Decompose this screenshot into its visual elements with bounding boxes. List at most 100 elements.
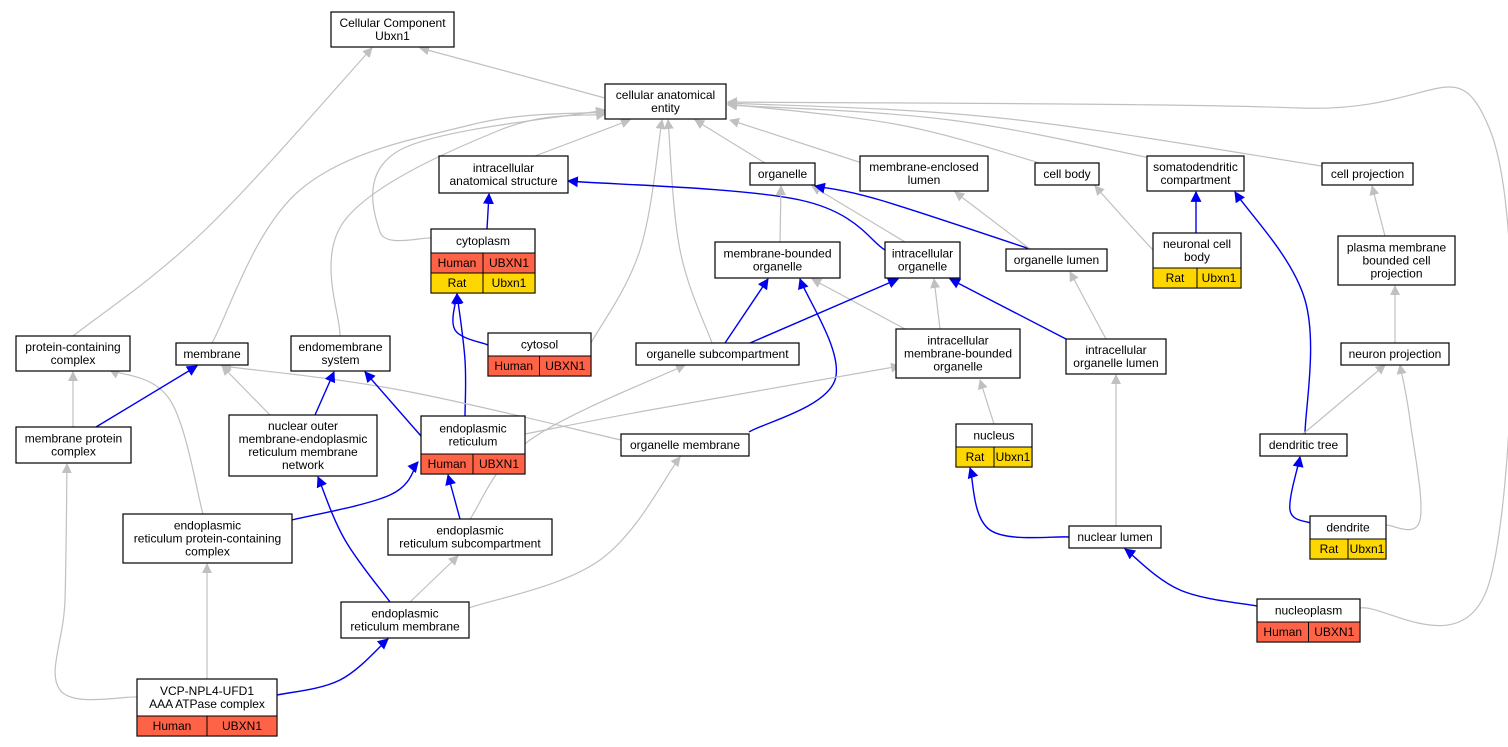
node-box [438,155,569,194]
node-label-line: bounded cell [1362,254,1430,268]
gene-cell [993,446,1033,468]
node-nproj[interactable]: neuron projection [1340,342,1450,366]
node-box [1146,155,1245,192]
node-label-line: organelle [933,360,983,374]
node-cellbody[interactable]: cell body [1034,162,1100,186]
edge-erpcc-to-er [291,461,419,521]
node-label-line: reticulum membrane [350,620,460,634]
node-label-line: cell projection [1331,167,1404,181]
node-label-line: intracellular [473,161,534,175]
node-membrane[interactable]: membrane [175,342,249,366]
edge-mbo-to-organelle [775,185,786,243]
node-box [15,426,132,464]
node-box [330,11,455,48]
node-box [1034,162,1100,186]
node-label-line: cytoplasm [456,234,510,248]
node-label-line: lumen [908,173,941,187]
node-box [859,155,989,192]
node-label-line: endoplasmic [436,524,503,538]
node-osub[interactable]: organelle subcompartment [635,342,800,366]
node-label-line: organelle membrane [630,438,740,452]
node-label-line: reticulum membrane [248,445,358,459]
edge-cae-to-root [419,45,606,99]
node-label-line: Cellular Component [339,16,446,30]
node-box [749,162,816,186]
gene-cell [472,453,526,475]
edge-erm-to-nomer [316,475,391,603]
node-label-line: protein-containing [25,340,120,354]
node-dtree[interactable]: dendritic tree [1259,433,1348,457]
node-box [1321,162,1414,186]
node-box [122,513,293,564]
node-box [1337,235,1456,286]
node-box [1259,433,1348,457]
gene-cell [482,272,536,294]
edge-iol-to-olumen [1069,271,1107,340]
node-label-line: VCP-NPL4-UFD1 [160,684,254,698]
node-nlumen[interactable]: nuclear lumen [1068,525,1162,549]
edge-nomer-to-membrane [221,365,271,416]
node-label-line: neuronal cell [1163,237,1231,251]
node-cellproj[interactable]: cell projection [1321,162,1414,186]
gene-symbol: UBXN1 [545,359,585,373]
node-box [175,342,249,366]
node-label-line: anatomical structure [449,174,557,188]
edge-dendrite-to-dtree [1289,455,1311,524]
edge-osub-to-io [749,277,900,344]
node-label-line: complex [51,353,96,367]
node-label-line: intracellular [892,247,953,261]
edge-imbo-to-io [930,278,941,330]
node-label-line: neuron projection [1349,347,1442,361]
edge-ersub-to-er [445,473,461,520]
edge-cytoplasm-to-ias [482,192,494,230]
gene-symbol: UBXN1 [489,256,529,270]
node-box [1065,338,1167,375]
node-label-line: endoplasmic [439,422,506,436]
node-label-line: dendritic tree [1269,438,1339,452]
node-box [387,518,553,556]
gene-cell [1196,267,1242,289]
node-olumen[interactable]: organelle lumen [1005,248,1108,272]
node-label-line: somatodendritic [1153,160,1238,174]
node-label-line: membrane-bounded [904,347,1012,361]
node-label-line: system [321,353,359,367]
edge-io-to-organelle [811,185,906,243]
node-organelle[interactable]: organelle [749,162,816,186]
node-box [1068,525,1162,549]
node-nomer[interactable]: nuclear outermembrane-endoplasmicreticul… [228,414,378,477]
node-label-line: nuclear lumen [1077,530,1152,544]
node-omem[interactable]: organelle membrane [620,433,750,457]
edge-organelle-to-cae [694,119,766,164]
node-label-line: nucleus [973,429,1014,443]
edge-endomem-to-cae [330,110,606,337]
node-box [635,342,800,366]
edge-dendrite-to-nproj [1385,364,1422,531]
edge-ncb-to-cellbody [1094,185,1154,251]
node-label-line: AAA ATPase complex [149,697,265,711]
